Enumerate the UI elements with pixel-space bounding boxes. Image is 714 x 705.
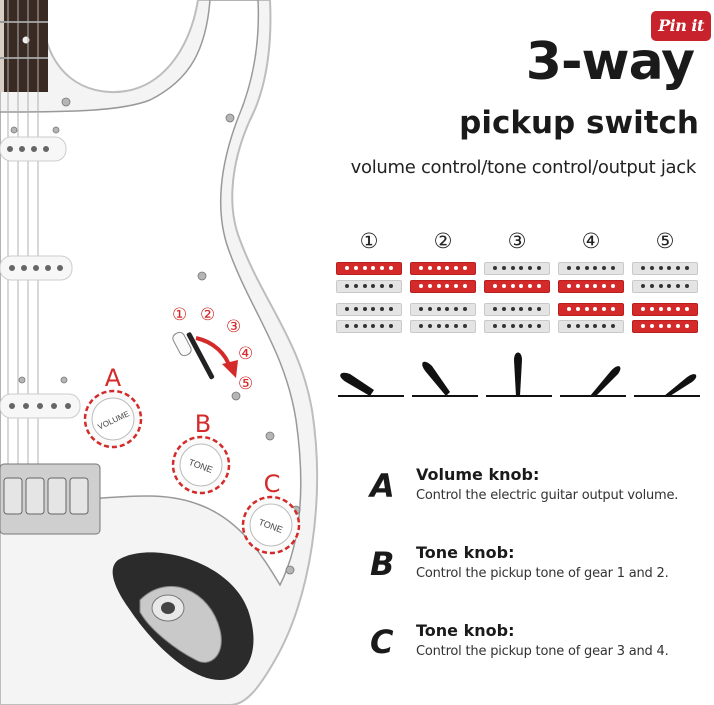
position-number: ⑤: [655, 229, 675, 253]
switch-label-3: ③: [226, 317, 241, 337]
pickup-indicator: [558, 320, 624, 333]
fretboard: [0, 0, 48, 92]
legend-tone-knob-b: B Tone knob: Control the pickup tone of …: [370, 544, 710, 594]
pickup-indicator: [632, 262, 698, 275]
guitar-illustration: ① ② ③ ④ ⑤ VOLUME A TONE B TONE C: [0, 0, 319, 705]
pickup-indicator: [484, 280, 550, 293]
position-3: ③: [484, 228, 550, 333]
legend-title: Volume knob:: [416, 465, 540, 484]
lever-icon-5: [634, 374, 700, 397]
pickguard: [0, 0, 302, 587]
pickup-bridge: [0, 393, 81, 419]
pickup-indicator: [558, 280, 624, 293]
pickup-indicator: [410, 262, 476, 275]
pickup-indicator: [632, 280, 698, 293]
pickup-indicator: [410, 320, 476, 333]
lever-icon-2: [412, 361, 478, 397]
legend-tone-knob-c: C Tone knob: Control the pickup tone of …: [370, 622, 710, 672]
lever-icon-4: [560, 366, 626, 397]
legend-title: Tone knob:: [416, 621, 515, 640]
switch-label-2: ②: [200, 305, 215, 325]
legend-description: Control the electric guitar output volum…: [416, 488, 679, 503]
subtitle: volume control/tone control/output jack: [350, 157, 697, 178]
pickup-neck: [0, 136, 67, 162]
position-4: ④: [558, 228, 624, 333]
switch-label-4: ④: [238, 344, 253, 364]
fretboard-edge: [0, 0, 4, 92]
legend-description: Control the pickup tone of gear 3 and 4.: [416, 644, 669, 659]
position-2: ②: [410, 228, 476, 333]
position-number: ①: [359, 229, 379, 253]
title-line-2: pickup switch: [459, 105, 699, 141]
pickup-indicator: [484, 320, 550, 333]
legend-letter: B: [370, 545, 395, 583]
pin-it-button[interactable]: Pin it: [651, 11, 711, 41]
switch-lever: [172, 331, 192, 357]
lever-icon-3: [486, 352, 552, 397]
switch-arrow-head: [222, 360, 238, 378]
knob-label-b: B: [195, 410, 211, 438]
pickup-indicator: [336, 280, 402, 293]
position-1: ①: [336, 228, 402, 333]
switch-label-1: ①: [172, 305, 187, 325]
switch-slot: [186, 332, 215, 380]
pickup-indicator: [410, 303, 476, 316]
position-number: ②: [433, 229, 453, 253]
lever-positions: [338, 352, 700, 397]
legend-letter: C: [370, 623, 394, 661]
knob-label-a: A: [105, 364, 122, 392]
pickup-indicator: [558, 262, 624, 275]
pickup-indicator: [336, 320, 402, 333]
knob-label-c: C: [264, 470, 281, 498]
bridge: [0, 463, 101, 535]
volume-knob: VOLUME: [83, 389, 143, 449]
legend-description: Control the pickup tone of gear 1 and 2.: [416, 566, 669, 581]
pickup-indicator: [336, 303, 402, 316]
switch-positions-diagram: ① ② ③ ④ ⑤: [330, 228, 710, 408]
legend-letter: A: [370, 467, 395, 505]
pickup-indicator: [632, 320, 698, 333]
tone-knob-c: TONE: [241, 495, 301, 555]
pickup-indicator: [558, 303, 624, 316]
output-jack: [112, 552, 254, 680]
switch-label-5: ⑤: [238, 374, 253, 394]
tone-knob-b: TONE: [171, 435, 231, 495]
position-number: ③: [507, 229, 527, 253]
pickup-indicator: [632, 303, 698, 316]
title-line-1: 3-way: [525, 32, 695, 92]
position-5: ⑤: [632, 228, 698, 333]
pickup-indicator: [484, 262, 550, 275]
lever-icon-1: [338, 372, 404, 397]
legend-title: Tone knob:: [416, 543, 515, 562]
pickup-middle: [0, 255, 73, 281]
pickup-indicator: [336, 262, 402, 275]
pickup-indicator: [410, 280, 476, 293]
pickup-indicator: [484, 303, 550, 316]
position-number: ④: [581, 229, 601, 253]
legend-volume-knob: A Volume knob: Control the electric guit…: [370, 466, 710, 516]
